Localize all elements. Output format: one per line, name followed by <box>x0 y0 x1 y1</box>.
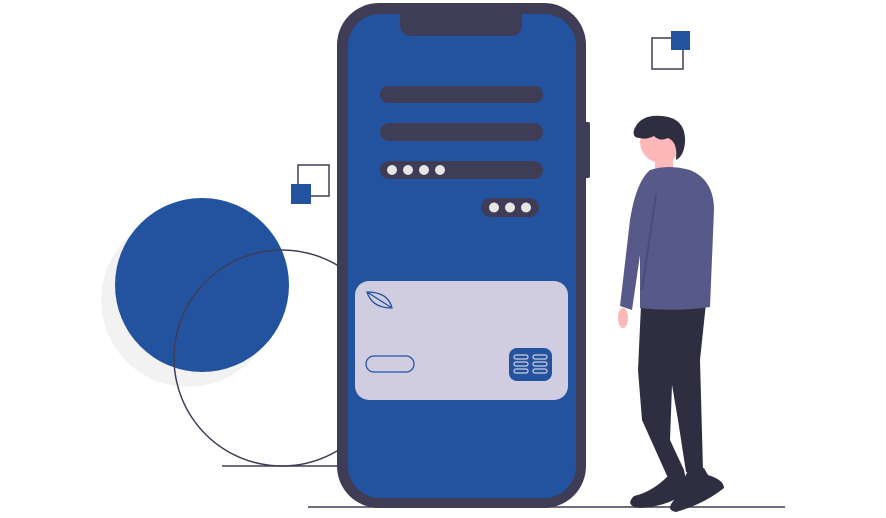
person-arm-line <box>641 194 657 291</box>
dot <box>387 165 397 175</box>
dot <box>419 165 429 175</box>
dot <box>505 202 515 213</box>
credit-card[interactable] <box>355 281 568 400</box>
card-name-pill <box>365 355 415 373</box>
dot <box>403 165 413 175</box>
username-field[interactable] <box>380 86 543 103</box>
dot <box>489 202 499 213</box>
password-dots <box>387 165 445 175</box>
dot <box>521 202 531 213</box>
pin-dots <box>489 202 531 213</box>
person-hand <box>618 308 628 328</box>
square-outline-right <box>651 37 684 70</box>
phone <box>337 3 590 508</box>
person-shoe-left <box>630 470 688 508</box>
email-field[interactable] <box>380 123 543 141</box>
person-shoe-right <box>670 468 724 512</box>
password-field[interactable] <box>380 161 543 179</box>
square-filled-right <box>671 31 690 50</box>
square-filled-left <box>291 184 311 204</box>
person-legs <box>638 303 706 478</box>
person-sweater <box>620 167 714 310</box>
person <box>618 115 724 512</box>
card-chip-icon <box>509 348 552 381</box>
dot <box>435 165 445 175</box>
card-leaf-icon <box>366 291 393 309</box>
phone-notch <box>400 3 522 36</box>
person-hair <box>633 115 686 160</box>
square-outline-left <box>297 164 330 197</box>
